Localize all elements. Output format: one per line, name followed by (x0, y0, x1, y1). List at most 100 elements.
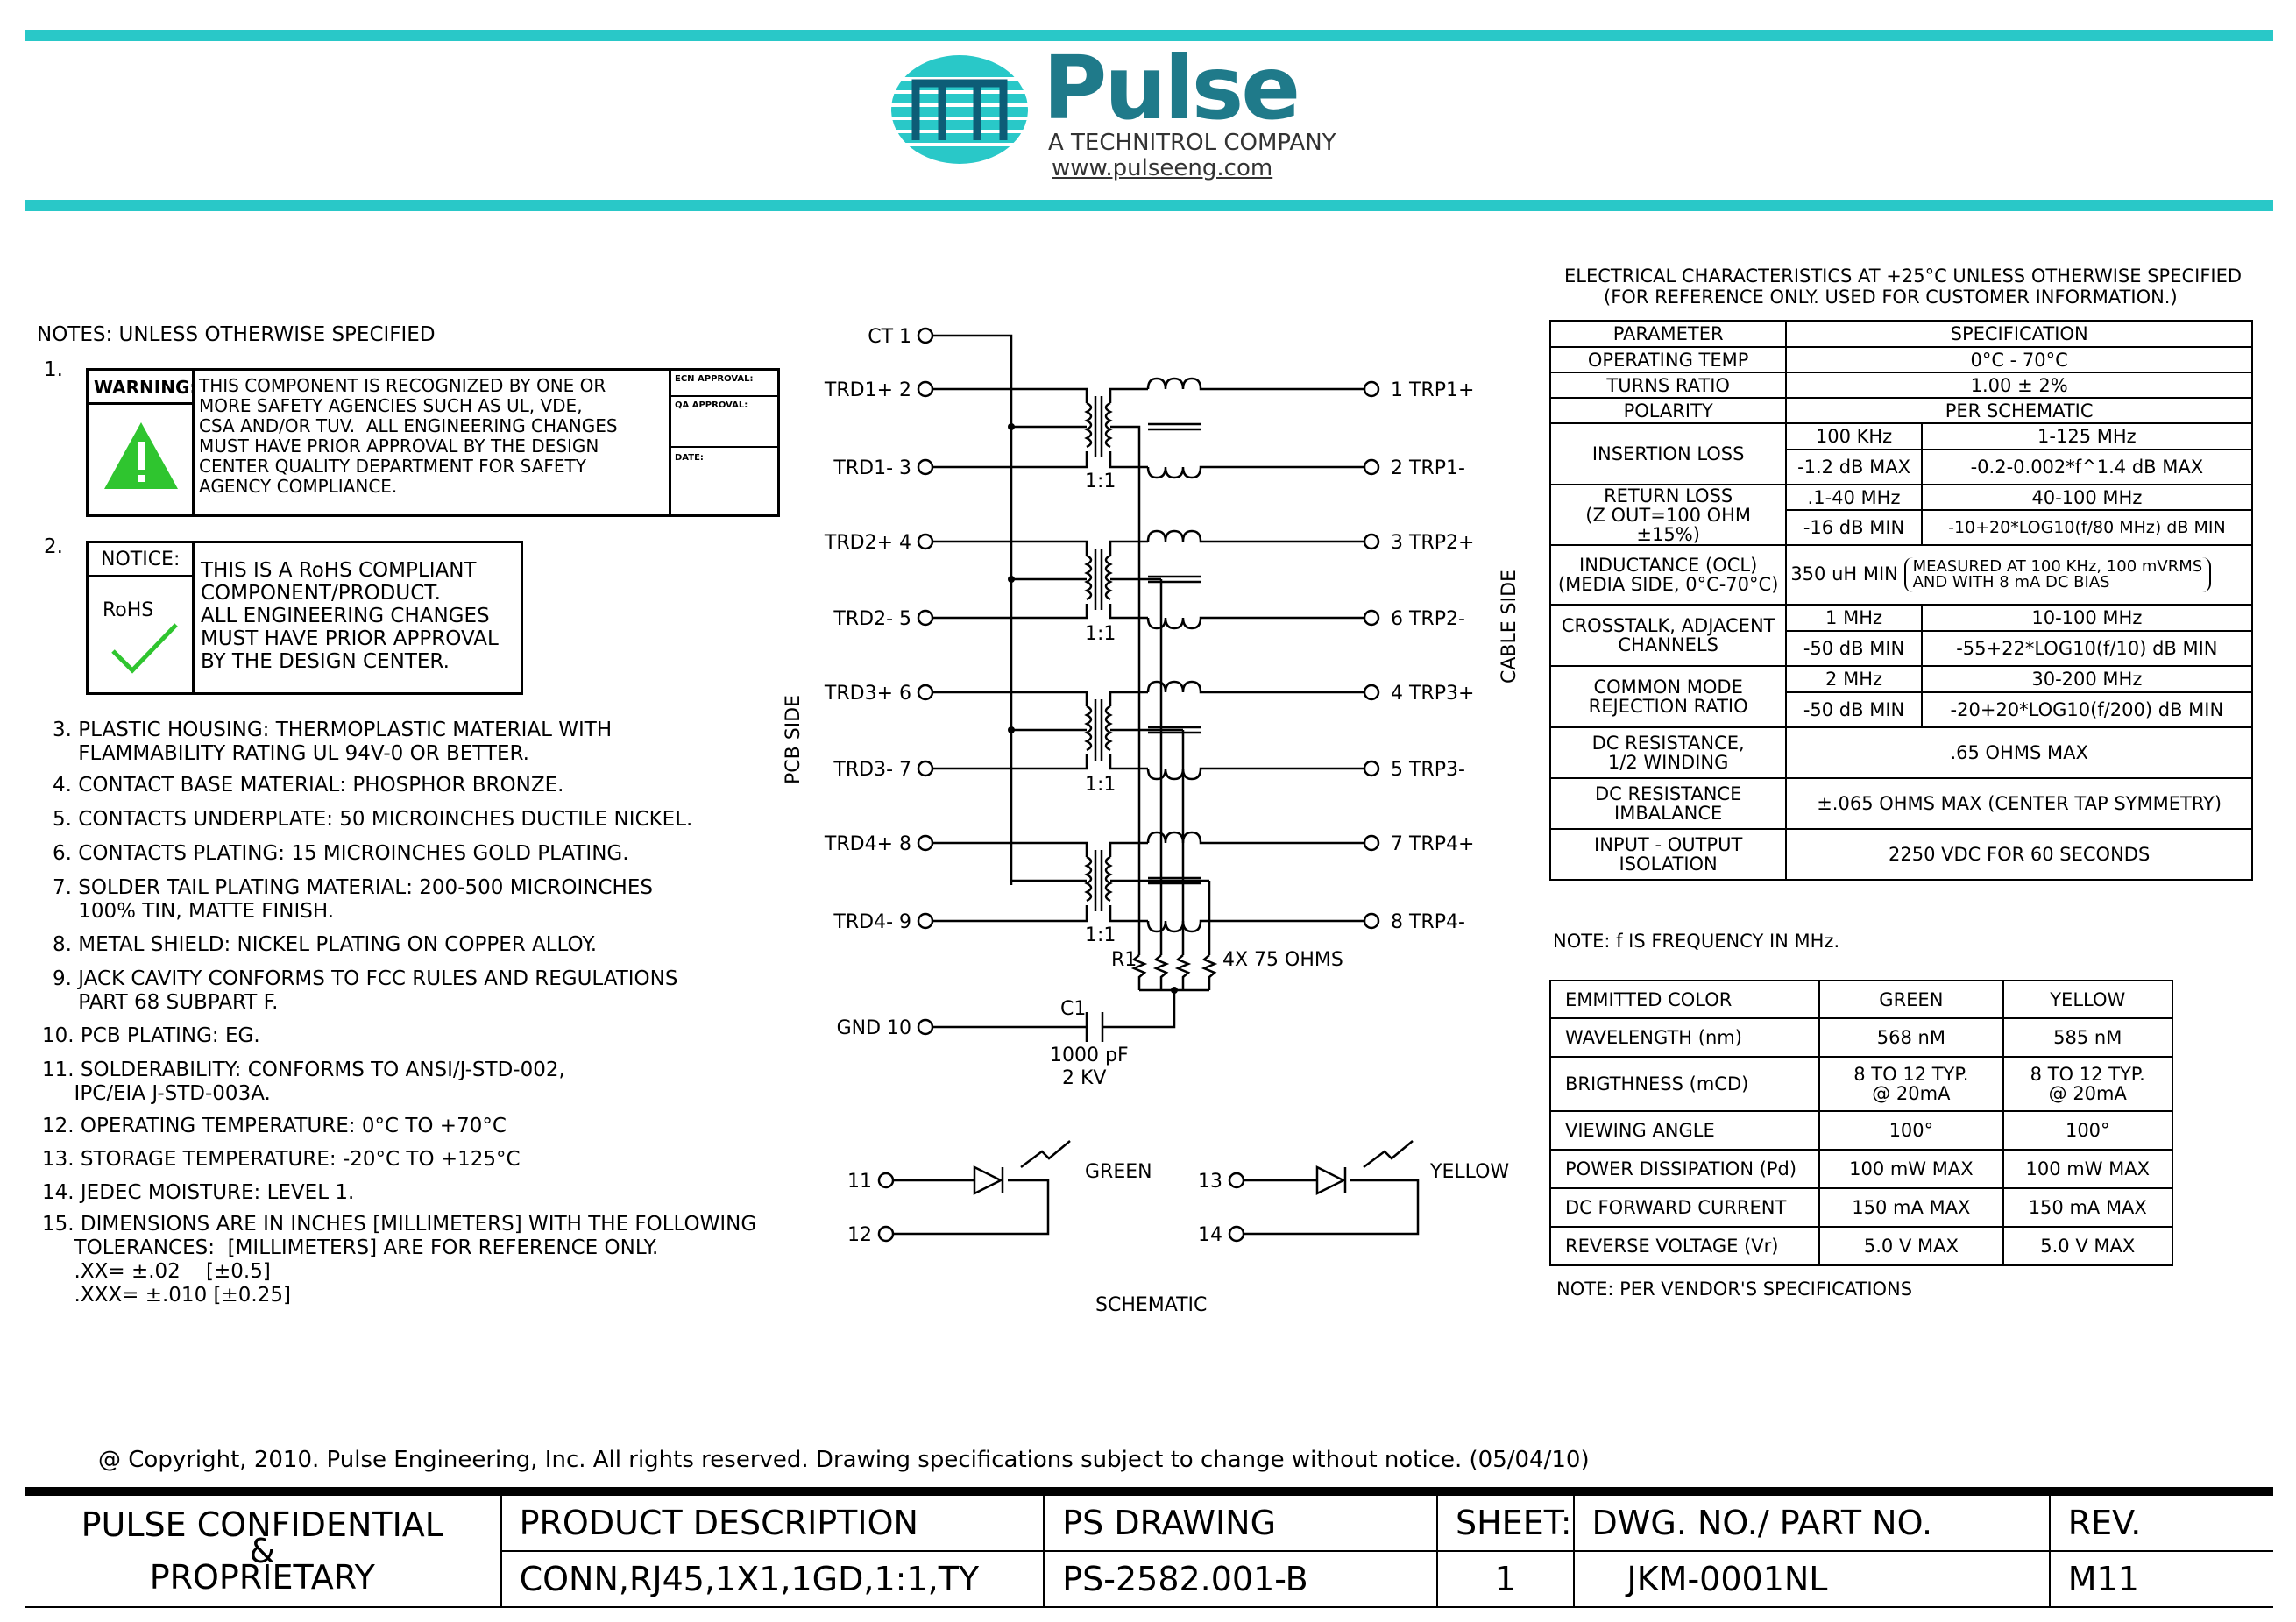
ratio-label-4: 1:1 (1085, 924, 1116, 946)
pin-trp3-plus: 4 TRP3+ (1391, 683, 1474, 705)
pin-trp2-plus: 3 TRP2+ (1391, 532, 1474, 554)
led-pin-12: 12 (847, 1224, 872, 1246)
insertion-loss-label: INSERTION LOSS (1548, 422, 1788, 485)
cm-freq-2: 30-200 MHz (1920, 665, 2254, 693)
return-loss-condition: (Z OUT=100 OHM ±15%) (1585, 504, 1752, 545)
electrical-title-1: ELECTRICAL CHARACTERISTICS AT +25°C UNLE… (1564, 266, 2243, 287)
capacitor-label: C1 (1060, 998, 1086, 1020)
isolation-value: 2250 VDC FOR 60 SECONDS (1785, 828, 2253, 881)
dc-imbalance-label-2: IMBALANCE (1614, 803, 1723, 824)
warning-box: WARNING: THIS COMPONENT IS RECOGNIZED BY… (86, 368, 780, 517)
reverse-voltage-label: REVERSE VOLTAGE (Vr) (1548, 1226, 1821, 1266)
pin-trp4-plus: 7 TRP4+ (1391, 833, 1474, 855)
header-specification: SPECIFICATION (1785, 320, 2253, 348)
inductance-note-2: AND WITH 8 mA DC BIAS (1912, 573, 2110, 591)
notice-label: NOTICE: (101, 549, 181, 570)
ecn-approval-row: ECN APPROVAL: (671, 371, 780, 397)
cmrr-label: COMMON MODE (1593, 676, 1743, 698)
brightness-yellow: 8 TO 12 TYP. @ 20mA (2002, 1056, 2174, 1112)
capacitor-value: 1000 pF (1050, 1045, 1129, 1066)
il-freq-2: 1-125 MHz (1920, 422, 2254, 450)
note-4: 4. CONTACT BASE MATERIAL: PHOSPHOR BRONZ… (53, 774, 564, 797)
return-loss-label: RETURN LOSS (1604, 485, 1733, 506)
ps-drawing-header: PS DRAWING (1043, 1491, 1438, 1552)
rohs-check-icon (111, 623, 178, 674)
ratio-label-2: 1:1 (1085, 623, 1116, 645)
rl-freq-1: .1-40 MHz (1785, 484, 1923, 511)
capacitor-voltage: 2 KV (1062, 1067, 1106, 1089)
isolation-label: INPUT - OUTPUT (1594, 834, 1743, 855)
rl-value-1: -16 dB MIN (1785, 509, 1923, 546)
confidential-line-2: & (249, 1532, 276, 1570)
dc-resistance-label-2: 1/2 WINDING (1607, 752, 1729, 773)
led-note: NOTE: PER VENDOR'S SPECIFICATIONS (1556, 1278, 1913, 1300)
pin-trp4-minus: 8 TRP4- (1391, 911, 1465, 933)
note-2-number: 2. (44, 535, 63, 558)
led-header-yellow: YELLOW (2002, 980, 2174, 1019)
warning-triangle-icon (104, 422, 178, 489)
ps-drawing-value: PS-2582.001-B (1043, 1550, 1438, 1608)
forward-current-green: 150 mA MAX (1818, 1187, 2004, 1228)
brightness-label: BRIGTHNESS (mCD) (1548, 1056, 1821, 1112)
inductance-note-1: MEASURED AT 100 KHz, 100 mVRMS (1912, 557, 2203, 576)
schematic-diagram: CT 1 TRD1+ 2 TRD1- 3 TRD2+ 4 TRD2- 5 TRD… (783, 326, 1516, 1316)
xt-freq-2: 10-100 MHz (1920, 604, 2254, 632)
polarity-label: POLARITY (1548, 397, 1788, 424)
note-15: 15. DIMENSIONS ARE IN INCHES [MILLIMETER… (42, 1213, 757, 1307)
power-dissipation-label: POWER DISSIPATION (Pd) (1548, 1149, 1821, 1189)
crosstalk-label-2: CHANNELS (1618, 634, 1718, 655)
turns-ratio-value: 1.00 ± 2% (1785, 372, 2253, 399)
rohs-label: RoHS (103, 599, 154, 621)
logo-url[interactable]: www.pulseeng.com (1052, 155, 1273, 181)
viewing-angle-green: 100° (1818, 1110, 2004, 1151)
wavelength-yellow: 585 nM (2002, 1017, 2174, 1058)
note-13: 13. STORAGE TEMPERATURE: -20°C TO +125°C (42, 1148, 521, 1171)
polarity-value: PER SCHEMATIC (1785, 397, 2253, 424)
note-1-number: 1. (44, 358, 63, 381)
ratio-label-3: 1:1 (1085, 774, 1116, 796)
title-block: PULSE CONFIDENTIAL & PROPRIETARY PRODUCT… (25, 1487, 2273, 1608)
cm-freq-1: 2 MHz (1785, 665, 1923, 693)
notes-title: NOTES: UNLESS OTHERWISE SPECIFIED (37, 323, 436, 346)
pin-trp1-minus: 2 TRP1- (1391, 457, 1465, 479)
led-pin-14: 14 (1198, 1224, 1222, 1246)
dc-imbalance-label: DC RESISTANCE (1594, 783, 1742, 804)
warning-icon-cell (89, 405, 195, 514)
rev-value: M11 (2048, 1550, 2273, 1608)
note-6: 6. CONTACTS PLATING: 15 MICROINCHES GOLD… (53, 842, 629, 865)
warning-label-cell: WARNING: (89, 371, 197, 405)
il-value-1: -1.2 dB MAX (1785, 449, 1923, 485)
pcb-side-label: PCB SIDE (783, 695, 804, 784)
product-description-header: PRODUCT DESCRIPTION (500, 1491, 1045, 1552)
ratio-label-1: 1:1 (1085, 471, 1116, 492)
date-label: DATE: (675, 453, 704, 463)
dc-resistance-label: DC RESISTANCE, (1591, 733, 1745, 754)
sheet-value: 1 (1435, 1550, 1575, 1608)
note-8: 8. METAL SHIELD: NICKEL PLATING ON COPPE… (53, 933, 598, 956)
dwg-no-header: DWG. NO./ PART NO. (1572, 1491, 2051, 1552)
sheet-header: SHEET: (1435, 1491, 1575, 1552)
power-dissipation-green: 100 mW MAX (1818, 1149, 2004, 1189)
note-10: 10. PCB PLATING: EG. (42, 1024, 260, 1047)
pin-trd3-minus: TRD3- 7 (833, 759, 911, 781)
copyright-text: @ Copyright, 2010. Pulse Engineering, In… (98, 1447, 1590, 1473)
pin-trp1-plus: 1 TRP1+ (1391, 379, 1474, 401)
note-7: 7. SOLDER TAIL PLATING MATERIAL: 200-500… (53, 876, 653, 923)
date-row: DATE: (671, 448, 780, 514)
confidential-line-1: PULSE CONFIDENTIAL (81, 1505, 443, 1544)
pin-trp3-minus: 5 TRP3- (1391, 759, 1465, 781)
resistor-r1-label: R1 (1111, 949, 1137, 971)
isolation-label-2: ISOLATION (1619, 853, 1718, 875)
inductance-label: INDUCTANCE (OCL) (1579, 555, 1758, 576)
xt-value-2: -55+22*LOG10(f/10) dB MIN (1920, 630, 2254, 667)
crosstalk-label: CROSSTALK, ADJACENT (1561, 615, 1775, 636)
inductance-cell: INDUCTANCE (OCL)(MEDIA SIDE, 0°C-70°C) (1548, 544, 1788, 606)
inductance-condition: (MEDIA SIDE, 0°C-70°C) (1557, 574, 1779, 595)
note-12: 12. OPERATING TEMPERATURE: 0°C TO +70°C (42, 1115, 507, 1137)
rohs-notice-box: NOTICE: RoHS THIS IS A RoHS COMPLIANT CO… (86, 541, 523, 695)
warning-label: WARNING: (94, 377, 197, 398)
header-parameter: PARAMETER (1548, 320, 1788, 348)
op-temp-label: OPERATING TEMP (1548, 346, 1788, 373)
